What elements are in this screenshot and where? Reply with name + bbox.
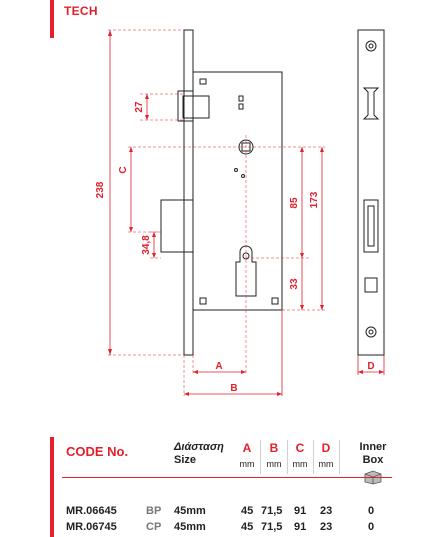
column-c-header: C — [295, 441, 305, 455]
row-type: BP — [146, 505, 162, 517]
dim-238-label: 238 — [95, 181, 106, 198]
row-a: 45 — [241, 505, 254, 517]
column-d-unit: mm — [318, 459, 334, 469]
cylinder-hole — [235, 245, 257, 297]
code-column-header: CODE No. — [66, 444, 129, 459]
row-code: MR.06645 — [66, 505, 117, 517]
dim-b-label: B — [230, 383, 237, 394]
lock-body — [192, 71, 283, 311]
row-d: 23 — [320, 505, 333, 517]
row-b: 71,5 — [261, 521, 283, 533]
inner-box-header-line2: Box — [362, 454, 384, 466]
dim-27-label: 27 — [134, 101, 145, 113]
front-plate-front — [357, 29, 385, 356]
dim-33-label: 33 — [289, 278, 300, 290]
size-column-header: Διάσταση Size — [174, 441, 224, 467]
table-row: MR.06745 CP 45mm 45 71,5 91 23 0 — [0, 521, 435, 535]
inner-box-header-line1: Inner — [359, 441, 387, 453]
column-divider — [287, 440, 288, 474]
row-inner: 0 — [368, 521, 375, 533]
table-divider-line — [62, 477, 392, 478]
row-b: 71,5 — [261, 505, 283, 517]
row-c: 91 — [294, 505, 307, 517]
table-row: MR.06645 BP 45mm 45 71,5 91 23 0 — [0, 505, 435, 519]
row-code: MR.06745 — [66, 521, 117, 533]
section-label: TECH — [64, 4, 98, 18]
header-accent-bar — [50, 0, 54, 38]
row-type: CP — [146, 521, 162, 533]
column-divider — [339, 440, 340, 474]
row-d: 23 — [320, 521, 333, 533]
size-header-english: Size — [174, 454, 197, 466]
dim-c-label: C — [118, 166, 129, 173]
latch-bolt — [177, 90, 193, 122]
table-accent-bar — [50, 437, 54, 537]
column-a-unit: mm — [239, 459, 255, 469]
row-size: 45mm — [174, 505, 206, 517]
row-c: 91 — [294, 521, 307, 533]
dim-d-label: D — [367, 361, 374, 372]
cylinder-opening — [364, 277, 378, 293]
lock-technical-drawing: 238 27 C 34,8 85 173 33 A B D — [95, 29, 385, 396]
column-c-unit: mm — [292, 459, 308, 469]
row-size: 45mm — [174, 521, 206, 533]
plate-screw-top — [365, 40, 377, 52]
inner-box-header: Inner Box — [356, 441, 390, 485]
column-a-header: A — [242, 441, 252, 455]
dim-173-label: 173 — [309, 191, 320, 208]
column-b-unit: mm — [266, 459, 282, 469]
size-header-greek: Διάσταση — [174, 441, 224, 453]
plate-screw-bottom — [365, 326, 377, 338]
dim-85-label: 85 — [289, 197, 300, 209]
bolt-opening — [363, 199, 379, 253]
front-plate-side — [183, 29, 194, 356]
row-inner: 0 — [368, 505, 375, 517]
column-b-header: B — [269, 441, 279, 455]
column-divider — [260, 440, 261, 474]
column-d-header: D — [321, 441, 331, 455]
row-a: 45 — [241, 521, 254, 533]
dim-34-8-label: 34,8 — [141, 235, 152, 255]
column-divider — [313, 440, 314, 474]
latch-opening — [362, 87, 380, 120]
dim-a-label: A — [215, 361, 222, 372]
dead-bolt — [160, 199, 194, 253]
